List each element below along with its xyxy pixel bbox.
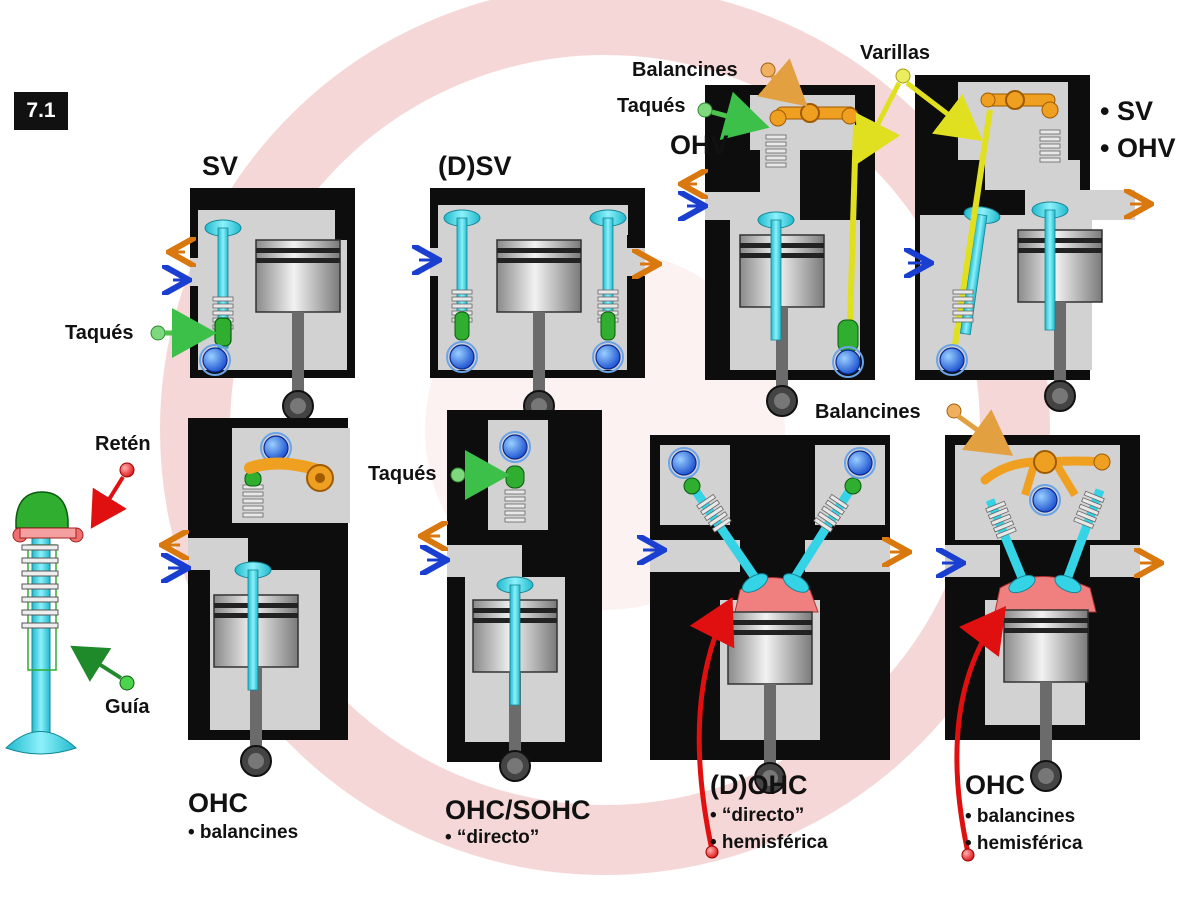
dohc-sub2: • hemisférica [710, 832, 828, 853]
rocker-arm [769, 103, 859, 127]
callout-lines [70, 58, 1014, 862]
callout-taques-sohc: Taqués [368, 463, 437, 485]
ohc-rocker-sub1: • balancines [188, 822, 299, 843]
callout-guia: Guía [105, 696, 150, 718]
rocker-arm [980, 90, 1059, 119]
ohc-rocker-title: OHC [188, 788, 248, 818]
callout-balancines-ohc: Balancines [815, 401, 921, 423]
ohc-hemi-title: OHC [965, 770, 1025, 800]
ohc-hemi-sub1: • balancines [965, 806, 1076, 827]
valve-detail-diagram [5, 491, 84, 755]
dohc-engine-diagram [650, 435, 890, 794]
callout-balancines-ohv: Balancines [632, 59, 738, 81]
figure-number-badge: 7.1 [14, 92, 68, 130]
sv-ohv-line2: • OHV [1100, 133, 1176, 163]
ohc-sohc-title: OHC/SOHC [445, 795, 591, 825]
dohc-sub1: • “directo” [710, 805, 805, 826]
ohc-hemi-sub2: • hemisférica [965, 833, 1083, 854]
dsv-title: (D)SV [438, 151, 512, 181]
rocker-arm [980, 450, 1111, 498]
callout-taques-ohv: Taqués [617, 95, 686, 117]
callout-varillas: Varillas [860, 42, 931, 64]
sv-engine-diagram [190, 188, 355, 422]
callout-reten: Retén [95, 433, 151, 455]
ohc-hemi-engine-diagram [945, 435, 1140, 792]
sv-ohv-line1: • SV [1100, 96, 1153, 126]
ohc-sohc-sub1: • “directo” [445, 827, 540, 848]
ohc-sohc-engine-diagram [447, 410, 602, 782]
rocker-arm [244, 457, 334, 492]
ohv-engine-diagram [705, 85, 875, 417]
ohc-rocker-engine-diagram [188, 418, 350, 777]
sv-title: SV [202, 151, 239, 181]
dohc-title: (D)OHC [710, 770, 808, 800]
ohv-title: OHV [670, 130, 729, 160]
callout-taques-sv: Taqués [65, 322, 134, 344]
